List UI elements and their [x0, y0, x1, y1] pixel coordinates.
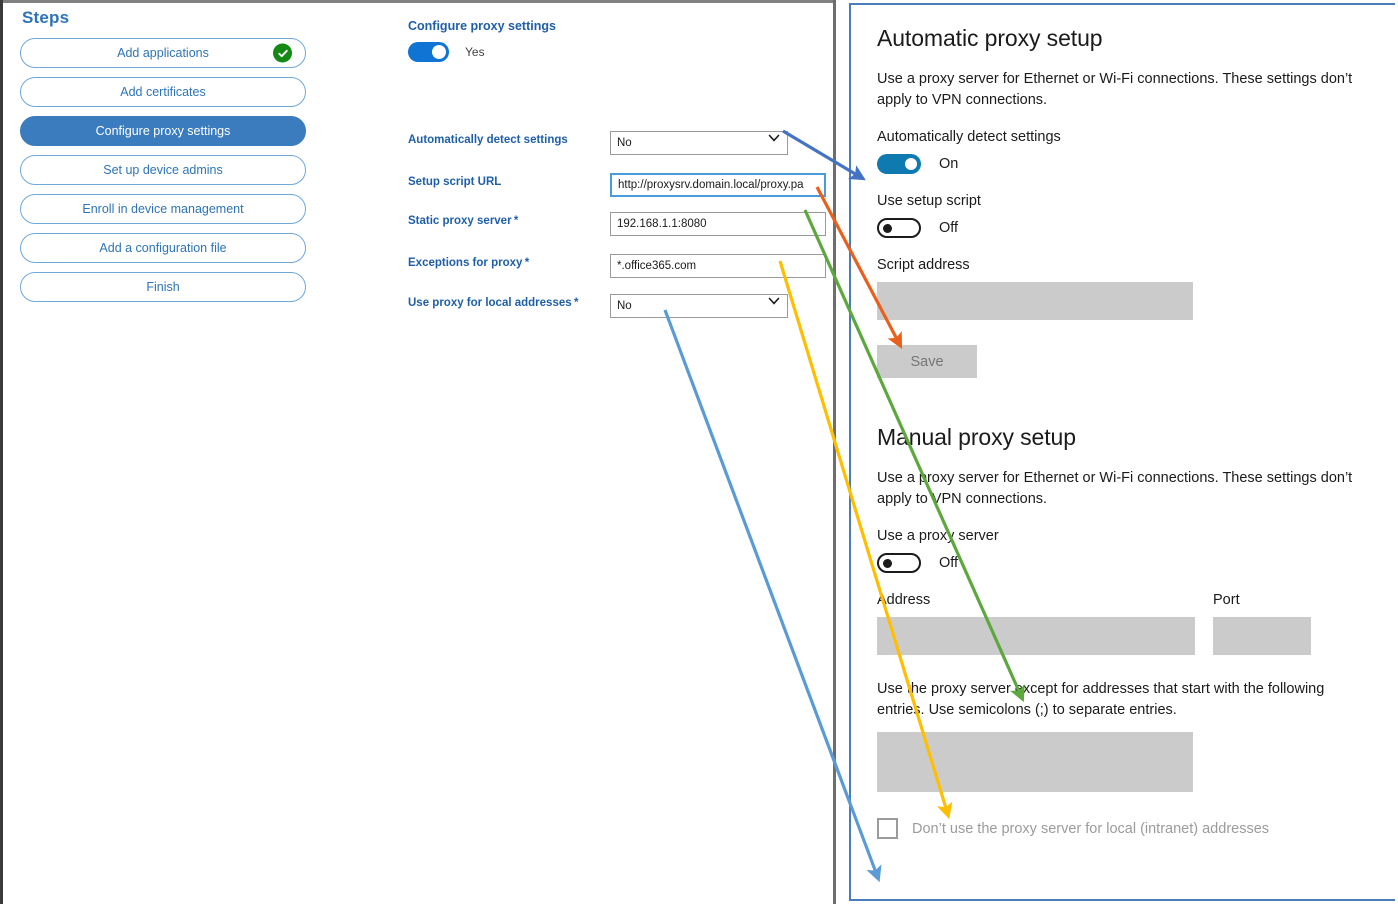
field-value: No: [617, 137, 632, 149]
field-label: Use proxy for local addresses *: [408, 297, 579, 309]
toggle-knob: [905, 158, 917, 171]
left-border: [0, 0, 3, 904]
auto-detect-label: Automatically detect settings: [877, 129, 1061, 146]
step-button-finish[interactable]: Finish: [20, 272, 306, 302]
form-row: Use proxy for local addresses * No: [408, 294, 828, 318]
address-label: Address: [877, 592, 931, 609]
step-button-add-a-configuration-file[interactable]: Add a configuration file: [20, 233, 306, 263]
step-label: Add applications: [117, 46, 209, 60]
use-proxy-state: Off: [939, 555, 959, 572]
configure-proxy-toggle[interactable]: Yes: [408, 42, 485, 62]
toggle-value-label: Yes: [465, 45, 485, 59]
required-marker: *: [522, 257, 530, 269]
toggle-track-off[interactable]: [877, 553, 921, 574]
manual-proxy-description: Use a proxy server for Ethernet or Wi-Fi…: [877, 470, 1353, 507]
field-label: Exceptions for proxy *: [408, 257, 530, 269]
step-label: Configure proxy settings: [95, 124, 231, 138]
auto-detect-state: On: [939, 156, 959, 173]
field-value: No: [617, 300, 632, 312]
field-select[interactable]: No: [610, 131, 788, 155]
toggle-track[interactable]: [408, 42, 449, 62]
step-label: Enroll in device management: [82, 202, 244, 216]
setup-script-toggle[interactable]: Off: [877, 218, 1387, 239]
setup-script-label: Use setup script: [877, 193, 981, 210]
port-label: Port: [1213, 592, 1240, 609]
save-button[interactable]: Save: [877, 345, 977, 379]
step-button-add-certificates[interactable]: Add certificates: [20, 77, 306, 107]
windows-proxy-settings-panel: Automatic proxy setup Use a proxy server…: [849, 3, 1395, 901]
chevron-down-icon: [768, 297, 780, 305]
field-value: *.office365.com: [617, 260, 697, 272]
bypass-local-label: Don’t use the proxy server for local (in…: [912, 820, 1270, 837]
field-value: 192.168.1.1:8080: [617, 218, 707, 230]
form-row: Setup script URL http://proxysrv.domain.l…: [408, 173, 828, 197]
bypass-local-checkbox-row[interactable]: Don’t use the proxy server for local (in…: [877, 818, 1387, 840]
script-address-input[interactable]: [877, 282, 1193, 321]
setup-script-state: Off: [939, 220, 959, 237]
panel-divider: [833, 0, 836, 904]
step-label: Add a configuration file: [99, 241, 227, 255]
field-input[interactable]: *.office365.com: [610, 254, 826, 278]
form-heading: Configure proxy settings: [408, 19, 556, 33]
form-row: Exceptions for proxy * *.office365.com: [408, 254, 828, 278]
toggle-track-on[interactable]: [877, 154, 921, 175]
address-input[interactable]: [877, 617, 1195, 656]
auto-detect-toggle[interactable]: On: [877, 154, 1387, 175]
toggle-knob: [883, 224, 892, 234]
exceptions-description: Use the proxy server except for addresse…: [877, 681, 1325, 718]
field-label: Setup script URL: [408, 176, 502, 188]
step-label: Add certificates: [120, 85, 206, 99]
step-label: Finish: [146, 280, 180, 294]
form-row: Static proxy server * 192.168.1.1:8080: [408, 212, 828, 236]
required-marker: *: [571, 297, 579, 309]
exceptions-input[interactable]: [877, 732, 1193, 793]
top-divider: [0, 0, 833, 3]
manual-proxy-heading: Manual proxy setup: [877, 424, 1076, 451]
step-button-set-up-device-admins[interactable]: Set up device admins: [20, 155, 306, 185]
script-address-label: Script address: [877, 257, 970, 274]
toggle-track-off[interactable]: [877, 218, 921, 239]
chevron-down-icon: [768, 134, 780, 142]
toggle-knob: [883, 559, 892, 569]
field-value: http://proxysrv.domain.local/proxy.pa: [618, 179, 804, 191]
step-button-enroll-in-device-management[interactable]: Enroll in device management: [20, 194, 306, 224]
required-marker: *: [511, 215, 519, 227]
form-row: Automatically detect settings No: [408, 131, 828, 155]
checkbox-icon[interactable]: [877, 818, 898, 840]
field-label: Automatically detect settings: [408, 134, 568, 146]
step-button-configure-proxy-settings[interactable]: Configure proxy settings: [20, 116, 306, 146]
port-input[interactable]: [1213, 617, 1311, 656]
step-label: Set up device admins: [103, 163, 223, 177]
field-input[interactable]: 192.168.1.1:8080: [610, 212, 826, 236]
field-select[interactable]: No: [610, 294, 788, 318]
use-proxy-label: Use a proxy server: [877, 528, 999, 545]
proxy-form-panel: Configure proxy settings Yes Automatical…: [400, 0, 830, 904]
field-label: Static proxy server *: [408, 215, 519, 227]
use-proxy-toggle[interactable]: Off: [877, 553, 1387, 574]
field-input[interactable]: http://proxysrv.domain.local/proxy.pa: [610, 173, 826, 197]
page-title: Steps: [22, 8, 70, 27]
automatic-proxy-heading: Automatic proxy setup: [877, 25, 1103, 51]
check-icon: [273, 43, 292, 63]
step-button-add-applications[interactable]: Add applications: [20, 38, 306, 68]
automatic-proxy-description: Use a proxy server for Ethernet or Wi-Fi…: [877, 71, 1353, 108]
toggle-knob: [432, 45, 446, 59]
